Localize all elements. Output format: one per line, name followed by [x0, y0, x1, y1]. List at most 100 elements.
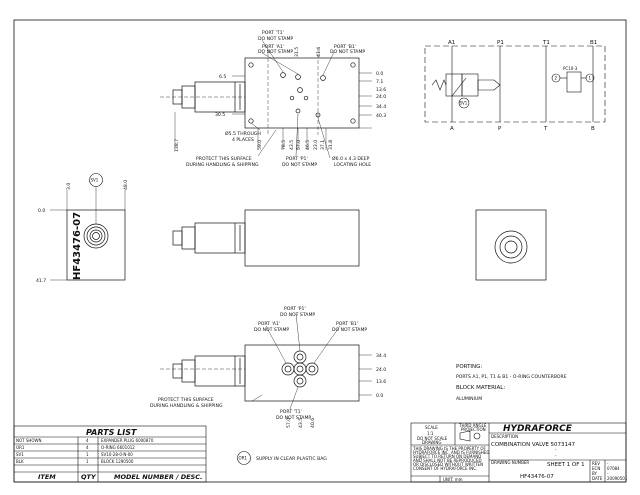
- description-value: COMBINATION VALVE 5073147: [491, 442, 576, 448]
- bottom-cartridge-body: [194, 355, 246, 387]
- do-not-scale-line1: DO NOT SCALE: [417, 436, 448, 441]
- description-label: DESCRIPTION: [491, 434, 518, 439]
- callout-top-protect-line2: DURING HANDLING & SHIPPING: [186, 162, 259, 168]
- dim-right-4: 34.4: [376, 104, 386, 110]
- material-text: ALUMINIUM: [456, 396, 482, 402]
- callout-thru-line1: Ø5.5 THROUGH: [225, 130, 261, 137]
- confidential-2: SUBJECT TO RETURN ON DEMAND: [413, 454, 481, 459]
- parts-row-0-desc: EXPANDER PLUG 6000870: [101, 438, 154, 443]
- parts-header-item: ITEM: [38, 473, 56, 481]
- material-heading: BLOCK MATERIAL:: [456, 385, 505, 391]
- callout-bottom-port-t1-line2: DO NOT STAMP: [276, 415, 311, 421]
- callout-bottom-port-p1-line2: DO NOT STAMP: [280, 312, 315, 318]
- front-cartridge-body: [194, 222, 246, 254]
- side-view-labels: 3.0 48.0 0.0 41.7 SV1 HF43476-07: [36, 178, 129, 285]
- rev-value-3: 20090501: [607, 476, 628, 481]
- hydraulic-schematic: [424, 45, 606, 123]
- dim-top-1: 41.4: [316, 47, 322, 57]
- callout-top-port-a1-line1: PORT 'A1': [262, 44, 284, 50]
- side-part-number: HF43476-07: [72, 212, 83, 280]
- callout-bottom-port-a1-line2: DO NOT STAMP: [254, 327, 289, 333]
- bottom-dim-right-2: 13.6: [376, 379, 386, 385]
- side-dim-top-0: 3.0: [66, 183, 72, 190]
- callout-top-port-t1-line2: DO NOT STAMP: [258, 36, 293, 42]
- svg-text:DO NOT STAMP: DO NOT STAMP: [258, 36, 293, 42]
- bottom-dim-right-3: 0.0: [376, 393, 383, 399]
- svg-text:PORT 'T1': PORT 'T1': [262, 30, 284, 36]
- top-view: [160, 39, 372, 159]
- drawing-number-value: HF43476-07: [520, 474, 554, 480]
- svg-text:PORT 'P1': PORT 'P1': [284, 306, 306, 312]
- svg-text:LOCATING HOLE: LOCATING HOLE: [334, 162, 371, 168]
- svg-text:HYDRAFORCE INC. AND IS FURNISH: HYDRAFORCE INC. AND IS FURNISHED: [413, 450, 489, 455]
- sheet-border: [13, 19, 627, 483]
- callout-bottom-port-t1-line1: PORT 'T1': [280, 409, 302, 415]
- rev-value-1: 07084: [607, 466, 620, 471]
- parts-row-1-qty: 4: [86, 445, 89, 450]
- drawing-number-label: DRAWING NUMBER: [491, 460, 529, 465]
- svg-text:DO NOT STAMP: DO NOT STAMP: [254, 327, 289, 333]
- porting-text: PORTS A1, P1, T1 & B1 - O-RING COUNTERBO…: [456, 374, 567, 380]
- dim-bottom-3: 57.0: [296, 140, 302, 150]
- dim-left-1: 30.5: [215, 112, 225, 118]
- dim-right-5: 40.3: [376, 113, 386, 119]
- confidential-4: OR DISCLOSED WITHOUT WRITTEN: [413, 462, 483, 467]
- svg-text:DO NOT STAMP: DO NOT STAMP: [258, 49, 293, 55]
- schematic-balloon-1: 1: [589, 76, 592, 81]
- bottom-view: [160, 313, 372, 410]
- dim-left-vertical: 138.7: [174, 139, 180, 152]
- parts-row-3-desc: BLOCK 1290500: [101, 459, 134, 464]
- bottom-dim-right-0: 34.4: [376, 353, 386, 359]
- title-block-text: SCALE 1:1 DO NOT SCALE DRAWING THIRD ANG…: [412, 423, 628, 482]
- do-not-scale-line2: DRAWING: [422, 440, 441, 445]
- schematic-port-top-3: B1: [590, 40, 597, 46]
- scale-value: 1:1: [427, 431, 434, 436]
- svg-text:DO NOT STAMP: DO NOT STAMP: [276, 415, 311, 421]
- dim-right-2: 13.6: [376, 87, 386, 93]
- front-block-outline: [244, 209, 360, 267]
- svg-text:DURING HANDLING & SHIPPING: DURING HANDLING & SHIPPING: [150, 403, 223, 409]
- bottom-view-labels: PORT 'P1' DO NOT STAMP PORT 'A1' DO NOT …: [150, 306, 386, 428]
- porting-heading: PORTING:: [456, 364, 482, 370]
- side-dim-left-1: 41.7: [36, 278, 46, 284]
- parts-list: [13, 425, 207, 483]
- svg-text:DO NOT STAMP: DO NOT STAMP: [332, 327, 367, 333]
- svg-text:SUBJECT TO RETURN ON DEMAND: SUBJECT TO RETURN ON DEMAND: [413, 454, 481, 459]
- dim-top-0: 31.5: [294, 47, 300, 57]
- rev-label-3: DATE: [592, 476, 603, 481]
- callout-top-port-a1-line2: DO NOT STAMP: [258, 49, 293, 55]
- parts-row-2-qty: 1: [86, 452, 89, 457]
- svg-text:CONSENT OF HYDRAFORCE INC.: CONSENT OF HYDRAFORCE INC.: [413, 466, 477, 471]
- supply-note: OR1 SUPPLY IN CLEAR PLASTIC BAG: [237, 451, 327, 465]
- svg-text:PORT 'A1': PORT 'A1': [262, 44, 284, 50]
- parts-row-1-item: OR1: [16, 445, 25, 450]
- title-dash-1: -: [555, 447, 557, 452]
- dim-bottom-4: 46.5: [305, 140, 311, 150]
- parts-row-0-item: NOT SHOWN: [16, 438, 42, 443]
- callout-bottom-port-a1-line1: PORT 'A1': [258, 321, 280, 327]
- svg-text:OR DISCLOSED WITHOUT WRITTEN: OR DISCLOSED WITHOUT WRITTEN: [413, 462, 483, 467]
- schematic-outline: [424, 45, 606, 123]
- projection-line1: THIRD ANGLE: [458, 423, 487, 428]
- rev-value-2: -: [607, 471, 609, 476]
- svg-text:DO NOT STAMP: DO NOT STAMP: [280, 312, 315, 318]
- parts-header-desc: MODEL NUMBER / DESC.: [114, 473, 202, 481]
- callout-bottom-protect-line2: DURING HANDLING & SHIPPING: [150, 403, 223, 409]
- side-dim-top-1: 48.0: [123, 180, 129, 190]
- parts-header-qty: QTY: [81, 473, 97, 481]
- schematic-port-top-0: A1: [448, 40, 455, 46]
- dim-bottom-2: 43.5: [289, 140, 295, 150]
- svg-text:PORT 'T1': PORT 'T1': [280, 409, 302, 415]
- dim-bottom-6: 37.1: [320, 140, 326, 150]
- parts-list-title: PARTS LIST: [86, 428, 137, 437]
- svg-text:AND SHALL NOT BE REPRODUCED: AND SHALL NOT BE REPRODUCED: [413, 458, 482, 463]
- callout-bottom-port-b1-line2: DO NOT STAMP: [332, 327, 367, 333]
- svg-text:PROTECT THIS SURFACE: PROTECT THIS SURFACE: [196, 156, 252, 162]
- dim-bottom-5: 23.0: [313, 140, 319, 150]
- parts-row-2-desc: SV10-28-0-N-00: [101, 452, 133, 457]
- schematic-port-top-2: T1: [542, 40, 550, 46]
- schematic-labels: A1 P1 T1 B1 A P T B PC10-3 SV1 2 1: [448, 40, 597, 132]
- end-view: [475, 209, 547, 281]
- dim-bottom-1: 78.5: [281, 140, 287, 150]
